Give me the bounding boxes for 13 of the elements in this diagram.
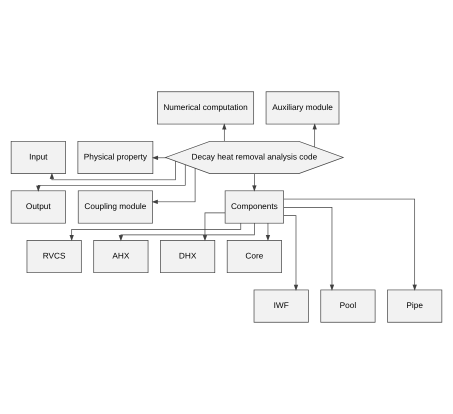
arrow	[283, 198, 417, 291]
arrow	[283, 215, 298, 291]
arrow	[222, 123, 226, 142]
arrow	[118, 222, 255, 242]
arrow	[152, 168, 196, 204]
arrow	[266, 222, 270, 242]
arrow	[252, 173, 257, 192]
arrow	[70, 222, 242, 242]
arrow	[50, 160, 176, 180]
arrow	[283, 207, 334, 291]
arrow	[312, 123, 317, 148]
arrow	[202, 212, 226, 242]
arrow	[36, 164, 186, 192]
